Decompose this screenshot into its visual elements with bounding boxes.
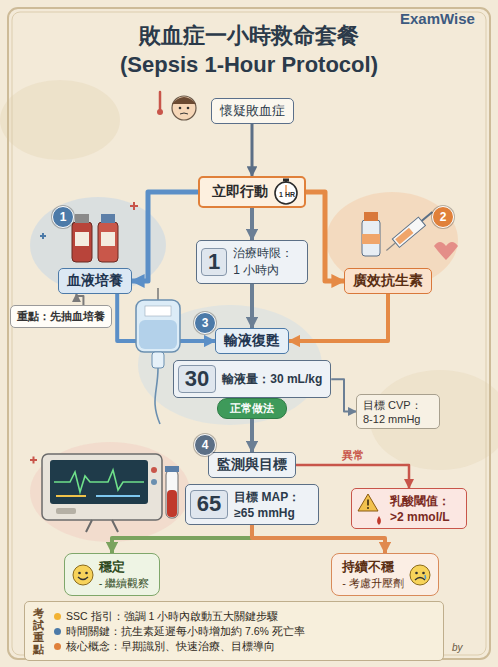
callout-number: 4 xyxy=(194,434,216,456)
big-number: 1 xyxy=(201,248,227,276)
node-text: 正常做法 xyxy=(230,401,274,416)
point-list: SSC 指引：強調 1 小時內啟動五大關鍵步驟時間關鍵：抗生素延遲每小時增加約 … xyxy=(54,610,305,653)
step-box: 輸液復甦 xyxy=(215,328,289,354)
node-text: 輸液復甦 xyxy=(224,332,280,350)
big-number: 65 xyxy=(190,490,228,518)
stopwatch-label: 1 HR xyxy=(279,191,295,198)
patient-icon xyxy=(157,92,196,120)
node-subtext: 治療時限： 1 小時內 xyxy=(233,245,299,279)
callout-number: 2 xyxy=(432,206,454,228)
action-box: 立即行動 1 HR xyxy=(198,176,306,208)
callout-number: 1 xyxy=(52,206,74,228)
outcome-box: 穩定- 繼續觀察 xyxy=(64,553,161,596)
time-limit-box: 1治療時限： 1 小時內 xyxy=(196,240,308,284)
brand-mark: ExamWise xyxy=(400,10,475,27)
fluid-volume-box: 30 輸液量：30 mL/kg xyxy=(173,360,332,398)
node-text: 考試重點 xyxy=(33,607,44,655)
node-subtext: 目標 MAP： ≥65 mmHg xyxy=(234,489,310,520)
status-pill: 正常做法 xyxy=(217,398,287,419)
node-text: 監測與目標 xyxy=(217,456,287,474)
node-subtext: 核心概念：早期識別、快速治療、目標導向 xyxy=(66,640,275,653)
point-row: 時間關鍵：抗生素延遲每小時增加約 7.6% 死亡率 xyxy=(54,625,305,638)
node-icon xyxy=(72,564,94,586)
signature: by xyxy=(452,642,463,653)
node-subtext: SSC 指引：強調 1 小時內啟動五大關鍵步驟 xyxy=(66,610,278,623)
outcome-box: 持續不穩- 考慮升壓劑 xyxy=(331,553,439,596)
node-icon xyxy=(357,492,387,526)
bullet-dot xyxy=(54,643,61,650)
step-box: 廣效抗生素 xyxy=(344,268,432,294)
step-box: 監測與目標 xyxy=(208,452,296,478)
node-text: 重點：先抽血培養 xyxy=(17,309,105,324)
step-box: 血液培養 xyxy=(58,268,132,294)
flow-arrow xyxy=(289,294,388,341)
vital-monitor xyxy=(30,454,179,532)
node-text: 持續不穩 xyxy=(342,558,394,576)
start-box: 懷疑敗血症 xyxy=(211,98,294,124)
node-subtext: - 繼續觀察 xyxy=(99,576,150,591)
flow-arrow xyxy=(251,124,254,176)
flow-arrow xyxy=(250,419,254,452)
point-row: 核心概念：早期識別、快速治療、目標導向 xyxy=(54,640,305,653)
node-text: 穩定 xyxy=(99,558,125,576)
diagram-title: 敗血症一小時救命套餐 (Sepsis 1-Hour Protocol) xyxy=(104,22,394,79)
node-subtext: - 考慮升壓劑 xyxy=(342,576,404,591)
flow-arrow xyxy=(252,525,385,553)
target-box: 65目標 MAP： ≥65 mmHg xyxy=(185,484,319,525)
target-box: 目標 CVP： 8-12 mmHg xyxy=(356,394,440,429)
point-row: SSC 指引：強調 1 小時內啟動五大關鍵步驟 xyxy=(54,610,305,623)
node-text: 廣效抗生素 xyxy=(353,272,423,290)
note-box: 重點：先抽血培養 xyxy=(10,305,112,328)
flow-arrow xyxy=(306,192,344,281)
blood-culture-bottles xyxy=(40,202,138,262)
bullet-dot xyxy=(54,613,61,620)
node-text: 血液培養 xyxy=(67,272,123,290)
big-number: 30 xyxy=(178,365,216,393)
flow-arrow xyxy=(77,294,84,305)
flow-arrow xyxy=(112,525,252,553)
bullet-dot xyxy=(54,628,61,635)
node-text: 立即行動 xyxy=(212,183,268,201)
iv-fluid-bag xyxy=(136,288,180,424)
node-text: 懷疑敗血症 xyxy=(220,102,285,120)
node-text: 目標 CVP： 8-12 mmHg xyxy=(363,398,433,425)
node-text: 乳酸閾值： >2 mmol/L xyxy=(390,493,458,524)
flow-arrow xyxy=(132,192,198,281)
flow-arrow xyxy=(250,284,254,328)
node-icon xyxy=(409,564,431,586)
node-subtext: 時間關鍵：抗生素延遲每小時增加約 7.6% 死亡率 xyxy=(66,625,305,638)
exam-points-box: 考試重點 SSC 指引：強調 1 小時內啟動五大關鍵步驟時間關鍵：抗生素延遲每小時… xyxy=(24,601,444,661)
node-subtext: 輸液量：30 mL/kg xyxy=(222,371,322,388)
flow-arrow xyxy=(250,208,254,240)
flow-arrow xyxy=(331,379,356,411)
edge-label: 異常 xyxy=(340,448,366,463)
alert-box: 乳酸閾值： >2 mmol/L xyxy=(351,488,467,529)
callout-number: 3 xyxy=(194,312,216,334)
